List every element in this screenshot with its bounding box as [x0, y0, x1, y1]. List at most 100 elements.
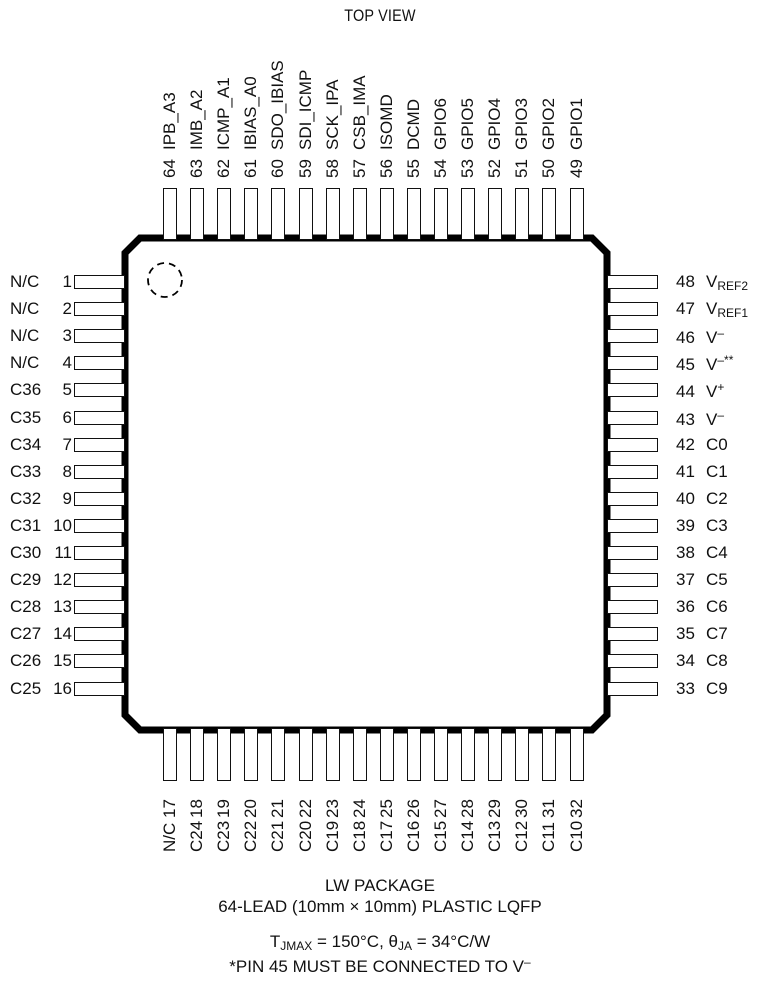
- pin-lead: [271, 188, 286, 240]
- pin-name: SDI_ICMP: [295, 69, 315, 150]
- pin-lead: [379, 728, 394, 781]
- pin-lead: [607, 681, 658, 696]
- pin-name: V: [706, 299, 718, 319]
- pin-number: 40: [676, 488, 695, 508]
- pin-name: SDO_IBIAS: [268, 60, 288, 150]
- pin-lead: [607, 275, 658, 289]
- pin-name: C3: [706, 515, 728, 535]
- pin-lead: [352, 188, 367, 240]
- pin-number: 12: [53, 570, 72, 590]
- pin-name: C18: [349, 820, 369, 852]
- pin-lead: [190, 188, 205, 240]
- pin-label: 58SCK_IPA: [323, 79, 342, 178]
- pin-lead: [271, 728, 286, 781]
- pin-lead: [74, 302, 125, 317]
- pin-number: 42: [676, 434, 695, 454]
- diagram-title: TOP VIEW: [344, 6, 416, 25]
- pin-name: N/C: [160, 822, 179, 852]
- pin-label: C1527: [431, 792, 450, 852]
- pin-number: 4: [62, 353, 72, 373]
- pin-lead: [607, 518, 658, 533]
- pin-name: C30: [10, 543, 42, 562]
- theta-sub: JA: [397, 939, 412, 953]
- package-name: LW PACKAGE: [325, 876, 435, 895]
- pin-lead: [74, 681, 125, 696]
- pin-lead: [379, 188, 394, 240]
- pin-number: 52: [485, 159, 505, 178]
- pin-number: 31: [539, 799, 559, 818]
- pin-name-sub: REF1: [717, 306, 749, 321]
- pin-label: C2220: [241, 792, 261, 852]
- pin-lead: [74, 437, 125, 452]
- pin-number: 54: [431, 159, 450, 178]
- pin-name: C24: [187, 820, 207, 852]
- pin-number: 8: [62, 461, 72, 481]
- pin-name: IMB_A2: [187, 89, 207, 150]
- pin-name: C9: [706, 678, 728, 698]
- pin-lead: [74, 491, 125, 506]
- footnote: *PIN 45 MUST BE CONNECTED TO V–: [0, 952, 760, 977]
- pin-lead: [244, 188, 259, 240]
- pin-lead: [461, 728, 476, 781]
- pin-number: 6: [62, 407, 72, 427]
- pin-name: C1: [706, 461, 728, 481]
- pin-name: GPIO6: [431, 98, 450, 150]
- pin-label: 61IBIAS_A0: [241, 76, 261, 178]
- pin-name: C8: [706, 651, 728, 671]
- pin-number: 1: [62, 272, 72, 291]
- pin-number: 57: [349, 159, 369, 178]
- pin-number: 20: [241, 799, 261, 818]
- pin-lead: [607, 600, 658, 615]
- pin-number: 22: [295, 799, 315, 818]
- pin-lead: [163, 188, 177, 240]
- pin-name: C33: [10, 461, 42, 481]
- pin-number: 3: [62, 326, 72, 346]
- pin-number: 24: [349, 799, 369, 818]
- pin-number: 10: [53, 515, 72, 535]
- pin-lead: [569, 728, 584, 781]
- pin-lead: [74, 546, 125, 560]
- pin-label: C1626: [404, 792, 423, 852]
- pin-label: C1725: [377, 792, 396, 852]
- pin-name: ICMP_A1: [214, 77, 234, 150]
- pin-name: C13: [485, 820, 505, 852]
- pin-name: V: [706, 355, 718, 375]
- pin-lead: [74, 518, 125, 533]
- pin-lead: [607, 437, 658, 452]
- pin-number: 29: [485, 799, 505, 818]
- pin-label: 54 GPIO6: [431, 98, 450, 178]
- pin-label: 64IPB_A3: [160, 92, 179, 178]
- pin-name: GPIO4: [485, 98, 505, 150]
- pin-name: C7: [706, 624, 728, 644]
- pin-name: C25: [10, 678, 42, 698]
- pin-label: 59SDI_ICMP: [295, 69, 315, 178]
- pin-name: C34: [10, 434, 42, 454]
- pin-name: N/C: [10, 299, 40, 319]
- pin-label: C1131: [539, 792, 559, 852]
- pin-lead: [461, 188, 476, 240]
- pin-number: 35: [676, 624, 695, 644]
- pin-number: 2: [62, 299, 72, 319]
- pin-lead: [434, 188, 448, 240]
- pin-name: C12: [512, 820, 532, 852]
- pin-number: 41: [676, 461, 695, 481]
- pin-name: GPIO2: [539, 98, 559, 150]
- pin-name: C10: [566, 820, 586, 852]
- pin-lead: [406, 188, 421, 240]
- theta-value: = 34°C/W: [412, 932, 491, 951]
- pin-lead: [607, 654, 658, 669]
- pin-name: IBIAS_A0: [241, 76, 261, 150]
- pin-lead: [569, 188, 584, 240]
- pin-label: 55DCMD: [404, 99, 423, 178]
